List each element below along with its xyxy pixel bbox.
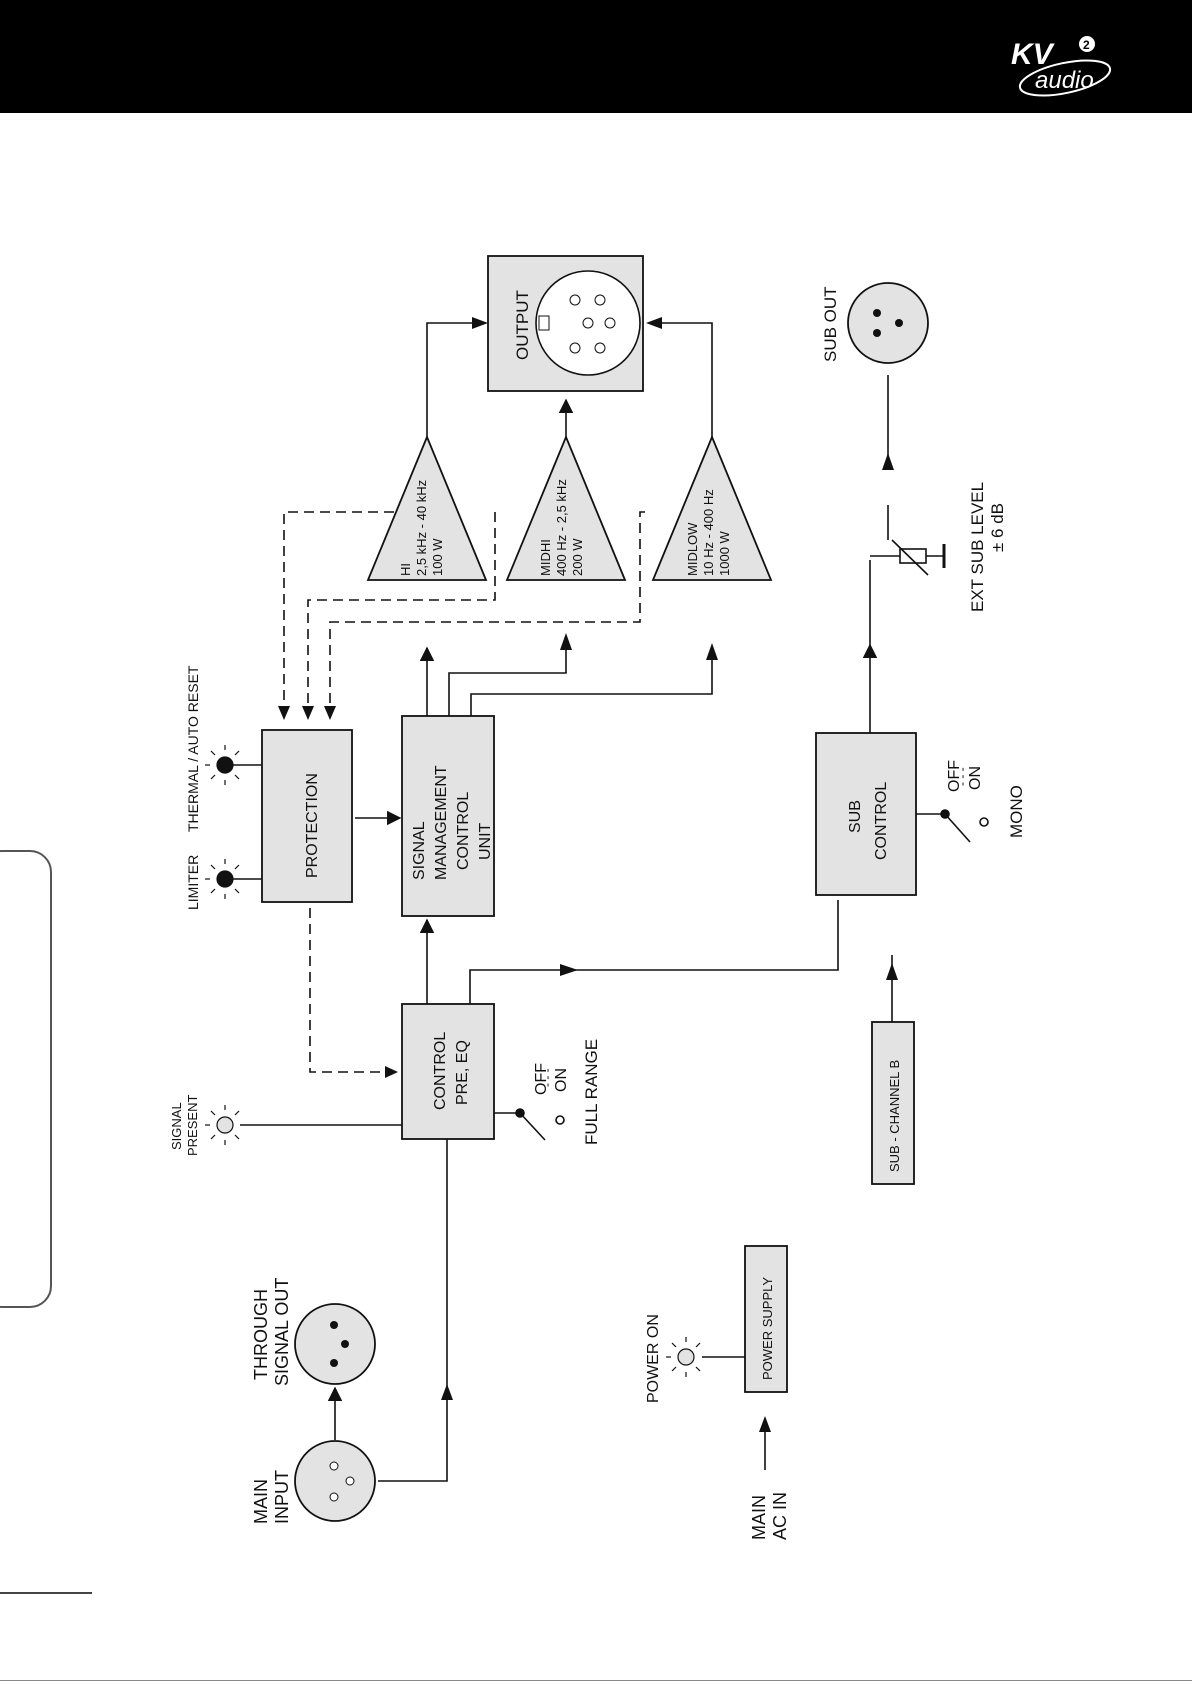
- svg-text:CONTROL: CONTROL: [455, 792, 472, 870]
- svg-text:SIGNAL: SIGNAL: [169, 1102, 184, 1150]
- through-signal-out-connector: [294, 1303, 376, 1385]
- power-supply-block: POWER SUPPLY: [744, 1245, 788, 1393]
- svg-text:KV: KV: [1011, 38, 1056, 71]
- amp-midlow: MIDLOW 10 Hz - 400 Hz 1000 W: [651, 434, 773, 581]
- sub-control-block: SUB CONTROL: [815, 732, 917, 896]
- footer-rule: [0, 1680, 1192, 1681]
- svg-text:PROTECTION: PROTECTION: [304, 773, 321, 878]
- svg-text:± 6 dB: ± 6 dB: [988, 503, 1007, 552]
- svg-text:UNIT: UNIT: [477, 822, 494, 860]
- svg-text:100 W: 100 W: [430, 538, 445, 576]
- svg-text:HI: HI: [398, 563, 413, 576]
- svg-text:SUB - CHANNEL B: SUB - CHANNEL B: [887, 1060, 902, 1172]
- svg-text:CONTROL: CONTROL: [873, 782, 890, 860]
- amp-midhi: MIDHI 400 Hz - 2,5 kHz 200 W: [505, 434, 627, 581]
- svg-text:1000 W: 1000 W: [717, 530, 732, 576]
- svg-text:MAIN: MAIN: [251, 1479, 271, 1524]
- svg-text:OUTPUT: OUTPUT: [513, 290, 532, 360]
- power-on-led-icon: [666, 1337, 701, 1377]
- signal-management-control-unit-block: SIGNAL MANAGEMENT CONTROL UNIT: [401, 715, 495, 917]
- svg-text:PRESENT: PRESENT: [185, 1095, 200, 1156]
- svg-text:SIGNAL OUT: SIGNAL OUT: [272, 1278, 292, 1386]
- footer-rule-short: [0, 1592, 92, 1594]
- svg-text:- - -: - - -: [540, 1068, 554, 1087]
- svg-text:audio: audio: [1035, 67, 1094, 94]
- control-pre-eq-block: CONTROL PRE, EQ: [401, 1003, 495, 1140]
- svg-text:THROUGH: THROUGH: [251, 1289, 271, 1380]
- svg-text:SIGNAL: SIGNAL: [411, 821, 428, 880]
- svg-text:ON: ON: [967, 766, 984, 790]
- svg-text:MAIN: MAIN: [749, 1495, 769, 1540]
- svg-text:CONTROL: CONTROL: [432, 1032, 449, 1110]
- solid-wires: [225, 317, 989, 1482]
- svg-text:OFF: OFF: [533, 1063, 550, 1095]
- svg-text:10 Hz - 400 Hz: 10 Hz - 400 Hz: [701, 489, 716, 576]
- svg-text:AC IN: AC IN: [770, 1492, 790, 1540]
- thermal-led-icon: [205, 745, 240, 785]
- sub-out-connector: SUB OUT: [821, 282, 929, 364]
- output-block: OUTPUT: [487, 255, 644, 392]
- page-header-bar: [0, 0, 1192, 113]
- svg-text:LIMITER: LIMITER: [185, 855, 201, 910]
- svg-text:SUB OUT: SUB OUT: [821, 286, 840, 362]
- svg-text:2: 2: [1083, 38, 1090, 52]
- dashed-wires: [283, 511, 645, 1073]
- svg-text:FULL RANGE: FULL RANGE: [582, 1039, 601, 1145]
- kv2-audio-logo: KV 2 audio: [1011, 36, 1112, 97]
- svg-text:INPUT: INPUT: [272, 1470, 292, 1524]
- svg-text:MIDHI: MIDHI: [538, 539, 553, 576]
- protection-block: PROTECTION: [261, 729, 353, 903]
- svg-text:ON: ON: [553, 1068, 570, 1092]
- side-tab: [0, 850, 52, 1308]
- svg-text:200 W: 200 W: [570, 538, 585, 576]
- sub-channel-b-block: SUB - CHANNEL B: [871, 1021, 915, 1185]
- svg-text:400 Hz - 2,5 kHz: 400 Hz - 2,5 kHz: [554, 479, 569, 576]
- svg-text:MONO: MONO: [1007, 785, 1026, 838]
- svg-text:2,5 kHz - 40 kHz: 2,5 kHz - 40 kHz: [414, 480, 429, 576]
- limiter-led-icon: [205, 859, 240, 899]
- signal-present-led-icon: [205, 1105, 240, 1145]
- svg-text:PRE, EQ: PRE, EQ: [454, 1040, 471, 1105]
- amp-hi: HI 2,5 kHz - 40 kHz 100 W: [366, 434, 488, 581]
- svg-text:POWER ON: POWER ON: [645, 1314, 662, 1403]
- svg-text:MANAGEMENT: MANAGEMENT: [433, 765, 450, 880]
- svg-text:OFF: OFF: [946, 760, 963, 792]
- svg-text:THERMAL / AUTO RESET: THERMAL / AUTO RESET: [185, 665, 201, 832]
- svg-text:SUB: SUB: [847, 800, 864, 833]
- diagram-labels: THERMAL / AUTO RESET LIMITER SIGNAL PRES…: [169, 482, 1026, 1540]
- svg-text:EXT SUB LEVEL: EXT SUB LEVEL: [968, 482, 987, 612]
- svg-text:POWER SUPPLY: POWER SUPPLY: [760, 1277, 775, 1380]
- main-input-connector: [294, 1440, 376, 1522]
- svg-text:MIDLOW: MIDLOW: [685, 522, 700, 576]
- svg-text:- - -: - - -: [955, 767, 969, 786]
